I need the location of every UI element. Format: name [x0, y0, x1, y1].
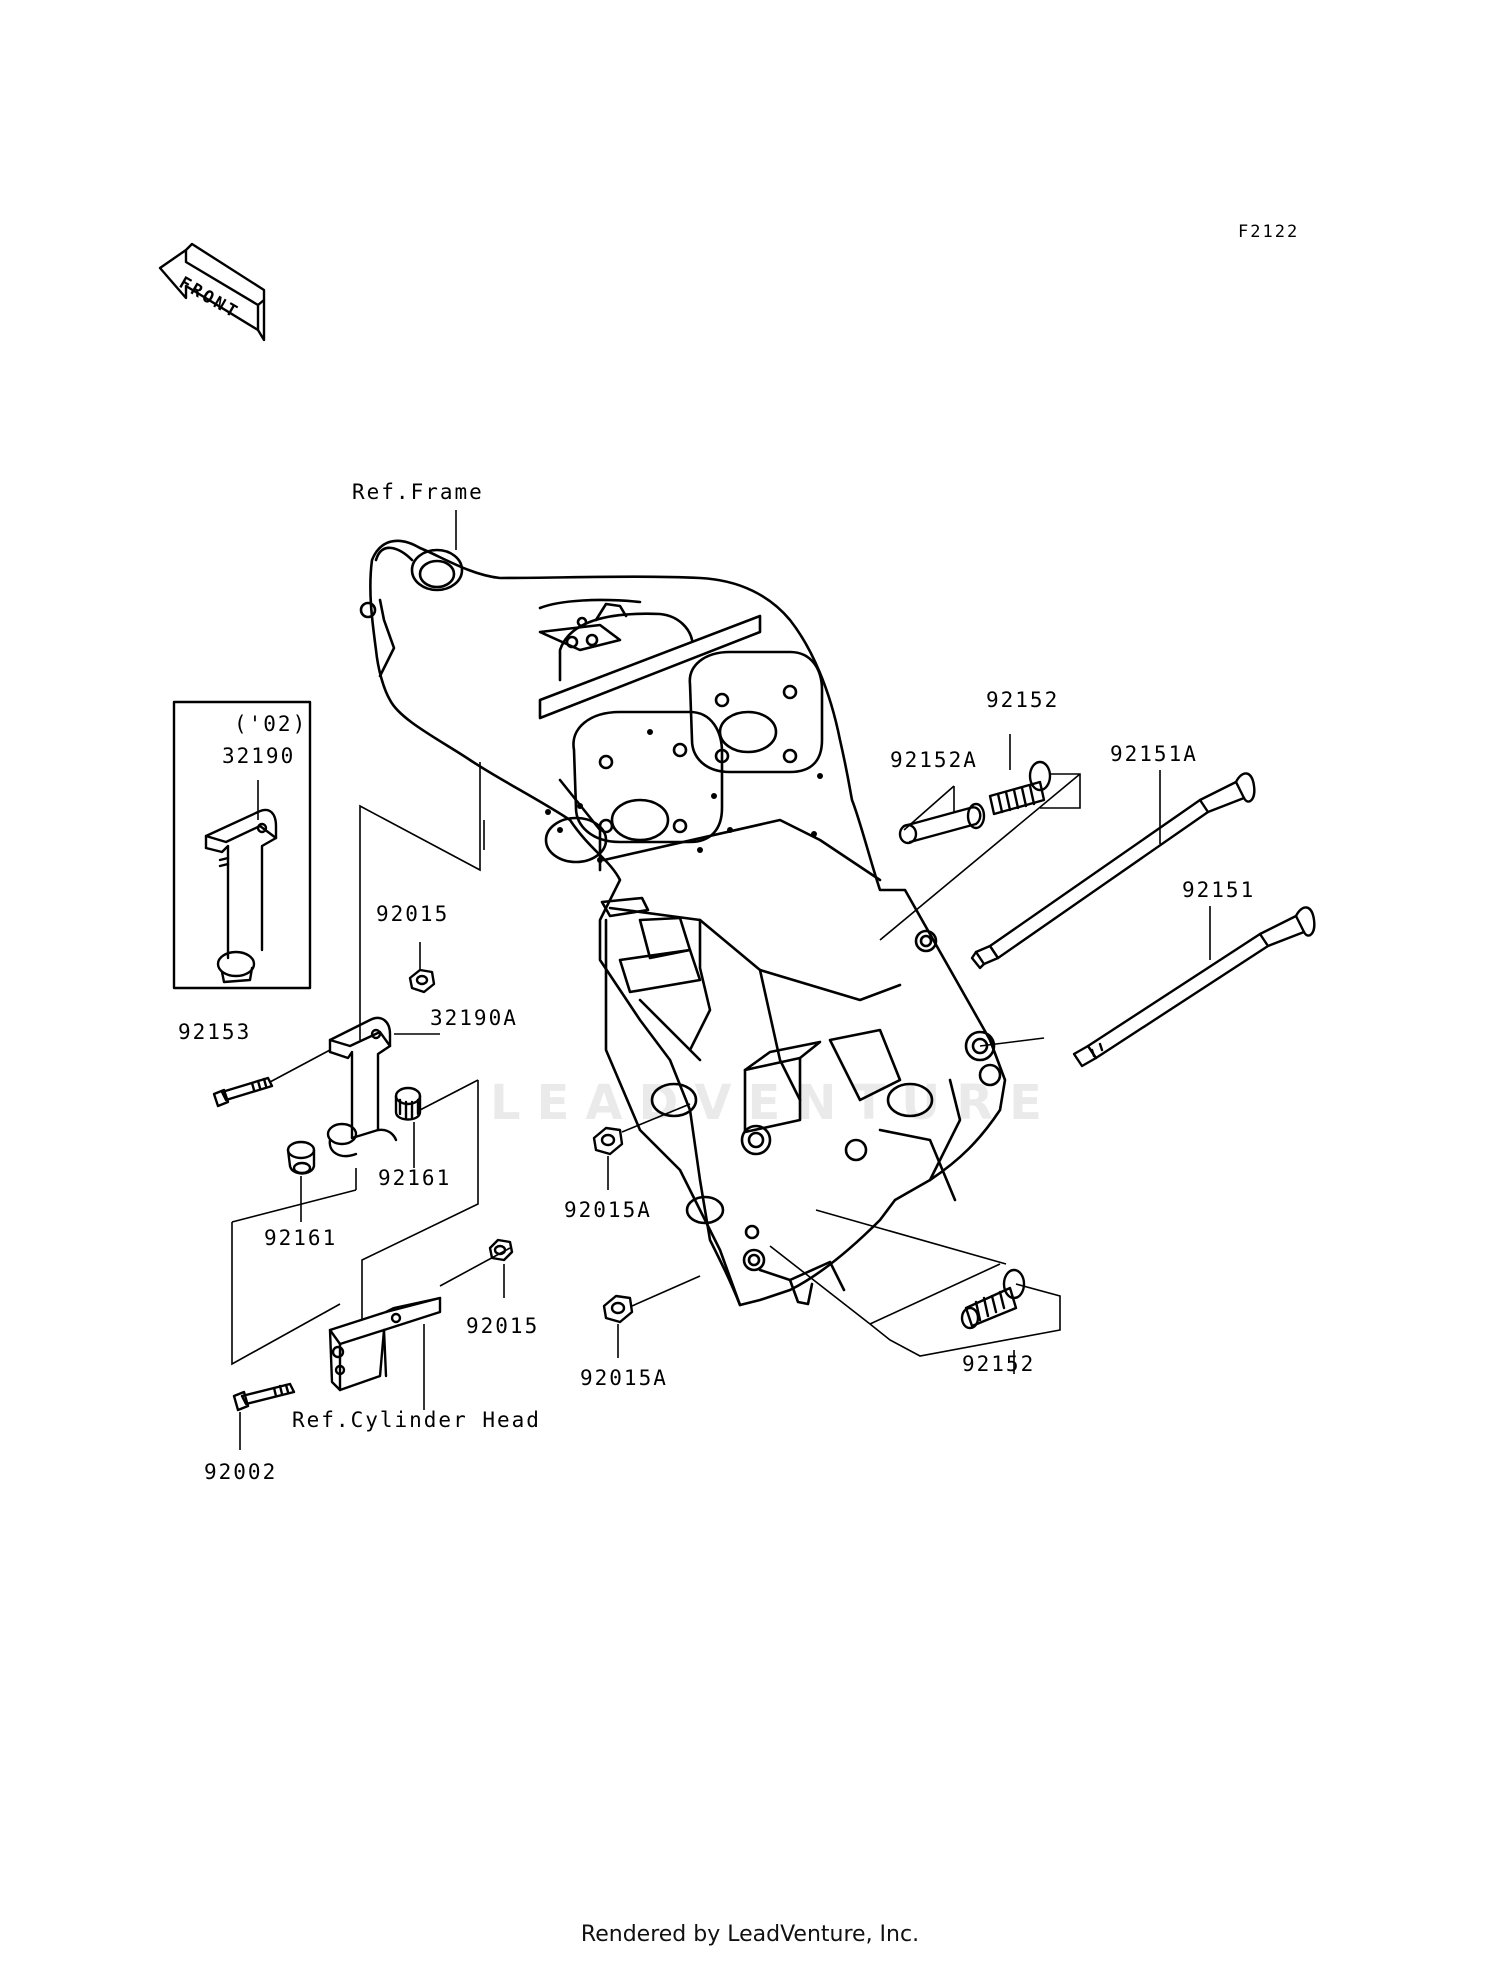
bracket-32190-variant — [204, 808, 278, 984]
front-arrow-icon — [158, 242, 266, 342]
label-92002: 92002 — [204, 1460, 278, 1484]
cylinder-head-mount — [328, 1296, 442, 1392]
label-92153: 92153 — [178, 1020, 252, 1044]
label-32190a: 32190A — [430, 1006, 518, 1030]
collar-92152a — [898, 802, 986, 845]
collar-92152-top — [988, 760, 1052, 816]
label-92151: 92151 — [1182, 878, 1256, 902]
nut-92015-top — [408, 968, 436, 994]
label-92015a-lower: 92015A — [580, 1366, 668, 1390]
variant-box — [172, 700, 312, 990]
label-92161-left: 92161 — [264, 1226, 338, 1250]
label-92161-right: 92161 — [378, 1166, 452, 1190]
label-92015-bottom: 92015 — [466, 1314, 540, 1338]
leader-lines — [231, 510, 1211, 1450]
bolt-92151a — [970, 772, 1256, 970]
frame-window-right — [688, 650, 824, 774]
label-ref-cylinder-head: Ref.Cylinder Head — [292, 1408, 541, 1432]
collar-92152-bottom — [960, 1268, 1026, 1330]
label-92015-top: 92015 — [376, 902, 450, 926]
diagram-code: F2122 — [1238, 222, 1300, 242]
frame-body — [359, 539, 1007, 1307]
label-92015a-upper: 92015A — [564, 1198, 652, 1222]
bolt-92002 — [232, 1382, 296, 1412]
bolt-92153 — [212, 1076, 274, 1108]
frame-window-left — [572, 710, 724, 844]
label-ref-frame: Ref.Frame — [352, 480, 484, 504]
label-92152-top: 92152 — [986, 688, 1060, 712]
bracket-32190a — [326, 1016, 398, 1158]
label-variant-year: ('02) — [234, 712, 308, 736]
frame-rivets — [545, 729, 823, 863]
watermark: LEADVENTURE — [490, 1075, 1058, 1131]
label-32190: 32190 — [222, 744, 296, 768]
label-92151a: 92151A — [1110, 742, 1198, 766]
collar-92161-right — [394, 1086, 422, 1121]
bolt-92151 — [1072, 906, 1316, 1068]
label-92152-bottom: 92152 — [962, 1352, 1036, 1376]
footer-credit: Rendered by LeadVenture, Inc. — [580, 1922, 920, 1947]
collar-92161-left — [286, 1140, 316, 1175]
label-92152a: 92152A — [890, 748, 978, 772]
nut-92015a-lower — [602, 1294, 634, 1324]
nut-92015a-upper — [592, 1126, 624, 1156]
